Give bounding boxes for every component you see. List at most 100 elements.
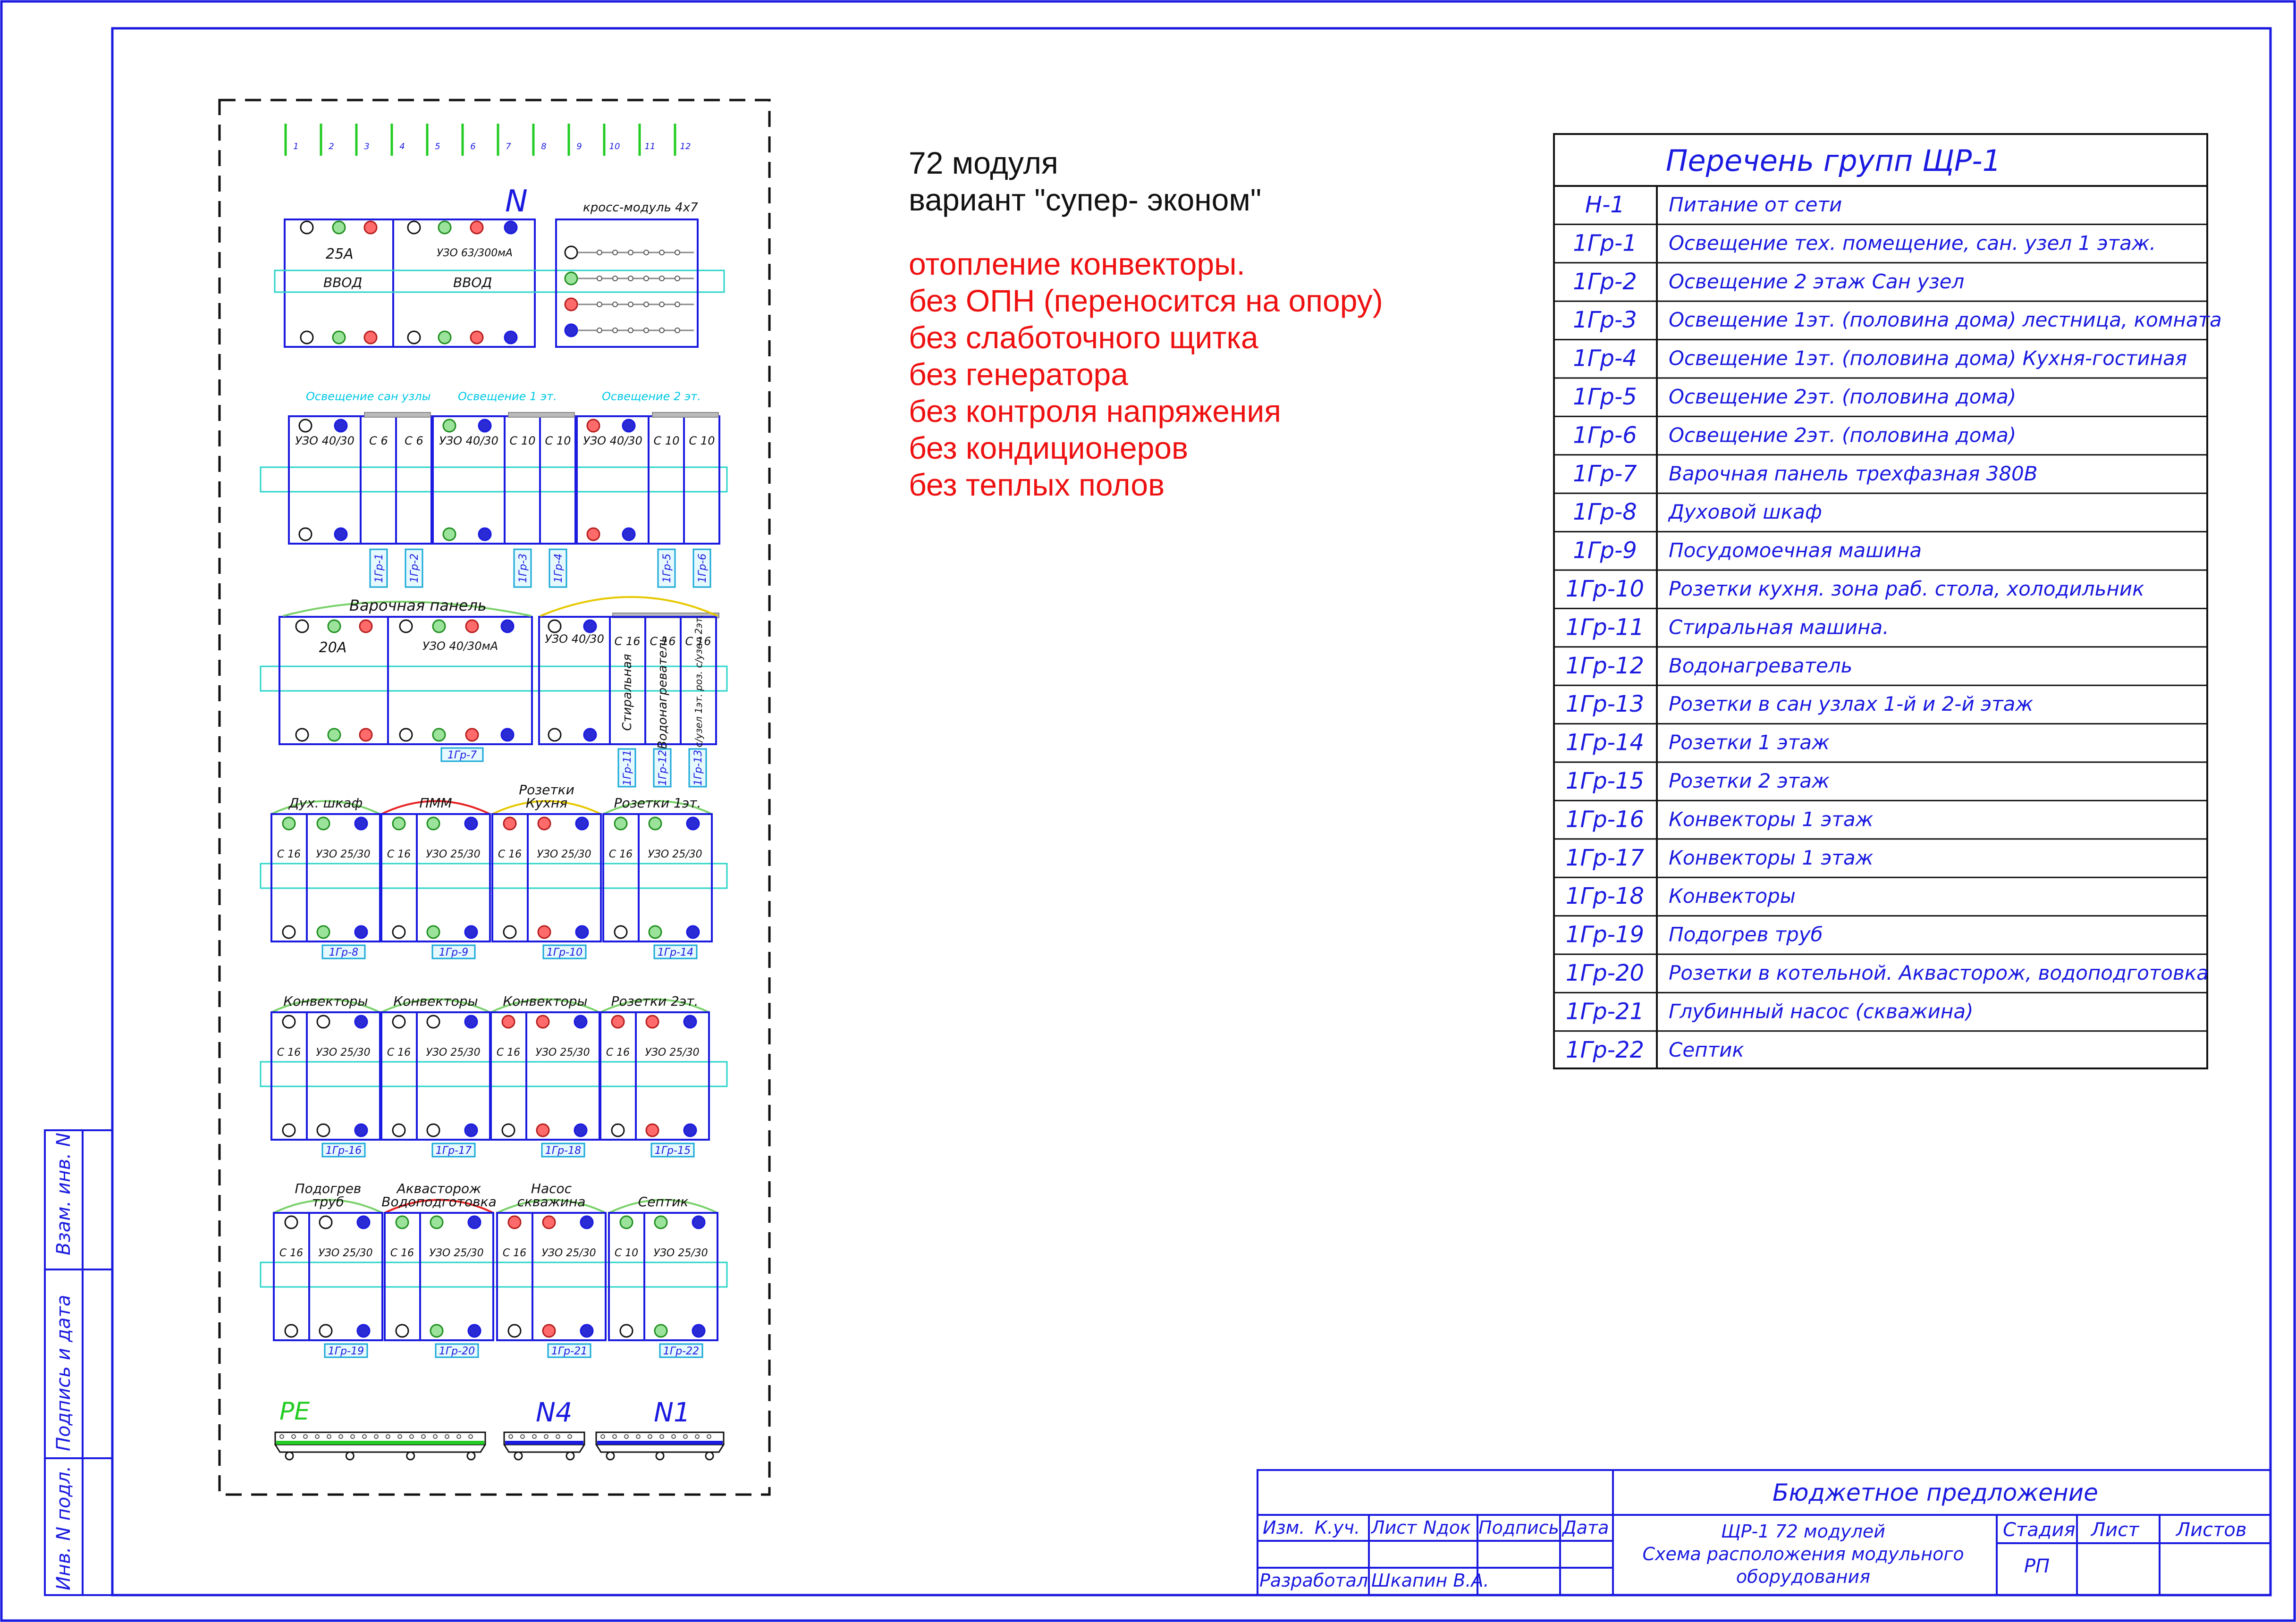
terminal-screw-icon (500, 728, 515, 742)
table-cell-description: Освещение 2эт. (половина дома) (1669, 385, 2016, 408)
table-cell-code: 1Гр-21 (1566, 998, 1644, 1025)
bus-mount-hole (466, 1451, 476, 1461)
module-label: УЗО 25/30 (535, 1047, 590, 1059)
bus-mount-hole (406, 1451, 415, 1461)
row2-caption: Варочная панель (349, 597, 487, 614)
terminal-screw-icon (282, 1015, 296, 1029)
terminal-screw-icon (686, 925, 700, 939)
input-a-label: 25А (326, 246, 354, 262)
input-vvod-2: ВВОД (453, 275, 492, 290)
group-tag-label: 1Гр-22 (663, 1345, 699, 1357)
note-red-line: без слаботочного щитка (909, 320, 1258, 355)
terminal-screw-icon (464, 1123, 478, 1137)
group-caption: Конвекторы (393, 993, 478, 1009)
table-cell-code: 1Гр-18 (1566, 883, 1644, 909)
module-device (387, 616, 533, 745)
group-tag-label: 1Гр-10 (547, 947, 582, 958)
group-tag-label: 1Гр-18 (545, 1145, 581, 1157)
module-label: УЗО 40/30 (295, 434, 355, 447)
terminal-number: 12 (680, 142, 691, 151)
terminal-screw-icon (332, 330, 346, 345)
cross-hole (675, 302, 680, 307)
module-device (380, 813, 418, 942)
tb-h-listov: Листов (2175, 1519, 2246, 1541)
module-label: С 10 (654, 434, 680, 447)
cross-hole (597, 328, 602, 333)
group-arc (497, 1199, 606, 1214)
terminal-screw-icon (501, 1123, 515, 1137)
group-caption: Аквасторож (396, 1181, 481, 1196)
terminal-screw-icon (536, 1015, 550, 1029)
terminal-screw-icon (295, 728, 309, 742)
terminal-number: 8 (541, 142, 546, 151)
table-title: Перечень групп ЩР-1 (1666, 143, 2001, 178)
group-tag-label: 1Гр-14 (658, 947, 693, 958)
module-device (419, 1212, 494, 1341)
bus-screw (350, 1434, 355, 1439)
terminal-screw-icon (319, 1324, 333, 1338)
group-tag-label: 1Гр-8 (329, 947, 358, 958)
cross-hole (628, 302, 633, 307)
tb-h-data: Дата (1562, 1517, 1609, 1538)
terminal-screw-icon (354, 816, 368, 831)
cross-hole (675, 276, 680, 281)
panel-enclosure (218, 99, 771, 1496)
cross-hole (659, 328, 665, 333)
terminal-number: 2 (329, 142, 334, 151)
module-label: 20А (319, 639, 347, 656)
side-stamp (44, 1129, 113, 1596)
cross-module-rows (564, 245, 694, 337)
terminal-screw-icon (363, 330, 378, 345)
module-device (308, 1212, 383, 1341)
module-device (599, 1011, 637, 1141)
module-device (602, 813, 640, 942)
terminal-screw-icon (430, 1215, 444, 1229)
terminal-screw-icon (356, 1215, 371, 1229)
group-tag (541, 1143, 585, 1158)
title-block (1257, 1469, 2271, 1596)
group-tag (321, 1143, 366, 1158)
cross-hole (659, 250, 665, 255)
terminal-screw-icon (399, 619, 413, 633)
cross-hole (628, 276, 633, 281)
group-tag (324, 1343, 368, 1358)
note-title-1: 72 модуля (909, 145, 1058, 180)
table-cell-description: Освещение 2эт. (половина дома) (1669, 423, 2016, 446)
terminal-screw-icon (614, 816, 628, 831)
group-tag (653, 748, 672, 788)
table-cell-description: Освещение 2 этаж Сан узел (1669, 270, 1964, 293)
note-red-line: без генератора (909, 357, 1128, 392)
table-cell-description: Стиральная машина. (1669, 615, 1889, 639)
terminal-screw-icon (442, 527, 456, 541)
module-device (525, 1011, 600, 1141)
input-vvod-1: ВВОД (323, 275, 362, 290)
terminal-screw-icon (426, 925, 440, 939)
table-cell-code: 1Гр-14 (1566, 730, 1644, 756)
terminal-screw-icon (537, 816, 551, 831)
terminal-screw-icon (432, 728, 446, 742)
module-label: УЗО 25/30 (429, 1247, 483, 1259)
terminal-screw-icon (575, 925, 589, 939)
terminal-number: 9 (576, 142, 582, 151)
cross-hole (675, 250, 680, 255)
terminal-screw-icon (645, 1123, 659, 1137)
table-cell-description: Розетки в котельной. Аквасторож, водопод… (1669, 961, 2209, 984)
terminal-number: 10 (609, 142, 620, 151)
table-cell-code: Н-1 (1585, 192, 1625, 218)
note-red-line: без ОПН (переносится на опору) (909, 283, 1383, 318)
table-cell-code: 1Гр-3 (1573, 307, 1637, 333)
terminal-screw-icon (399, 728, 413, 742)
module-label: С 16 (609, 849, 633, 860)
group-arc (271, 998, 380, 1013)
module-device (680, 616, 717, 745)
group-arc (600, 998, 709, 1013)
group-tag-label: 1Гр-7 (447, 749, 477, 761)
tb-doc-title-2: Схема расположения модульного (1642, 1544, 1964, 1564)
din-rail (260, 665, 728, 692)
tb-h-stadia: Стадия (2003, 1519, 2075, 1541)
bus-screw (567, 1434, 572, 1439)
comb-busbar (364, 412, 431, 418)
cross-hole (659, 302, 665, 307)
module-label: С 16 (390, 1247, 414, 1259)
group-tag (692, 548, 711, 588)
